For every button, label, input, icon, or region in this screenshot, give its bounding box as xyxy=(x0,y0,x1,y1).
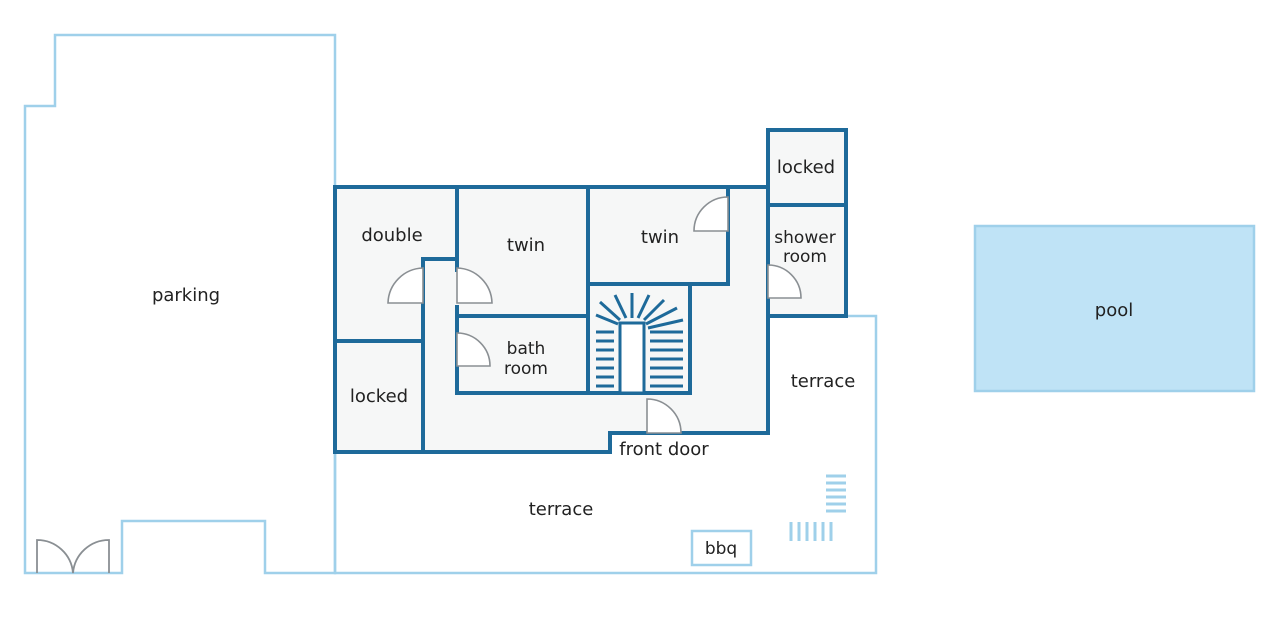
label-double: double xyxy=(361,225,422,246)
terrace-outline xyxy=(333,314,878,575)
doors xyxy=(387,196,802,434)
terrace-steps-vertical xyxy=(826,474,846,513)
label-bath: bath xyxy=(507,339,546,359)
gate-double-door xyxy=(36,539,110,574)
label-terrace-bottom: terrace xyxy=(529,499,594,520)
label-locked-top: locked xyxy=(777,157,835,178)
label-bbq: bbq xyxy=(705,539,737,559)
bbq-box xyxy=(690,529,753,567)
label-shower-room: room xyxy=(783,247,827,267)
door-twin-right xyxy=(693,196,729,232)
label-pool: pool xyxy=(1095,300,1133,321)
label-parking: parking xyxy=(152,285,220,306)
door-corridor-right xyxy=(456,267,493,304)
label-terrace-right: terrace xyxy=(791,371,856,392)
door-shower-room xyxy=(767,264,802,299)
terrace-steps-horizontal xyxy=(789,522,833,541)
pool xyxy=(973,224,1256,393)
label-shower: shower xyxy=(774,228,835,248)
label-bath-room: room xyxy=(504,359,548,379)
label-front-door: front door xyxy=(619,439,709,460)
label-locked-left: locked xyxy=(350,386,408,407)
label-twin-right: twin xyxy=(641,227,679,248)
door-bath-room xyxy=(456,332,491,367)
door-double-room xyxy=(387,267,424,304)
staircase xyxy=(595,293,684,395)
label-twin-left: twin xyxy=(507,235,545,256)
door-front xyxy=(646,398,682,434)
